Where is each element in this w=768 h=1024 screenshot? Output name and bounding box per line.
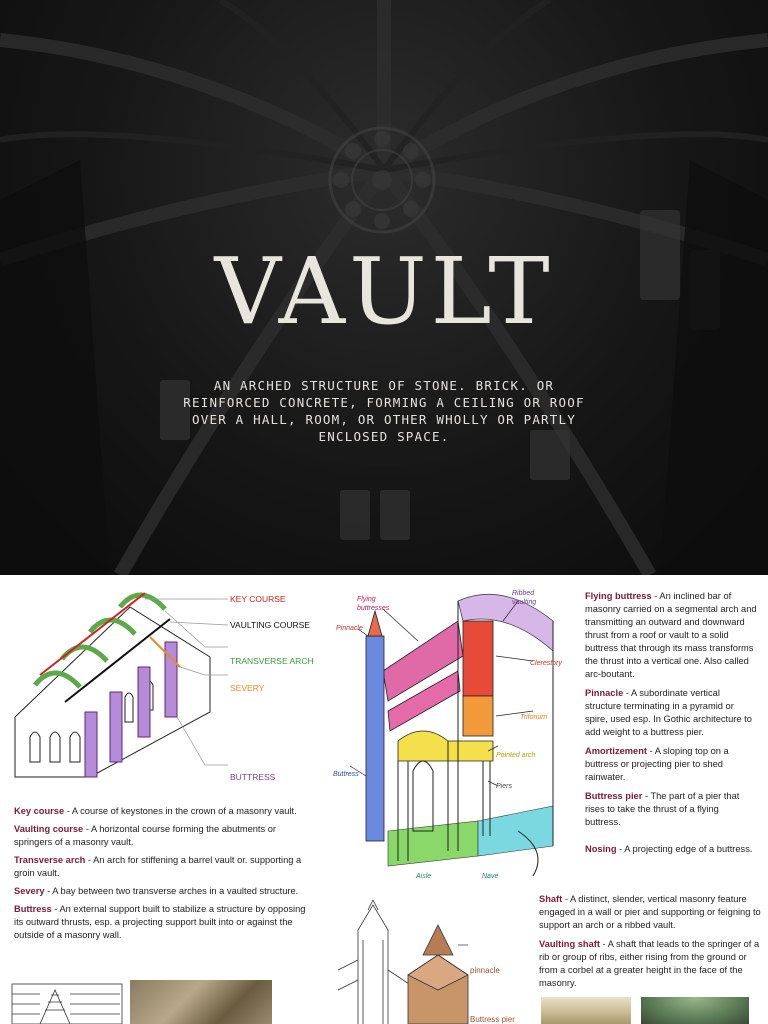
label-buttress: BUTTRESS [230,772,276,782]
label-pinnacle: Pinnacle [336,625,363,632]
label-pinnacle-3: pinnacle [470,966,500,975]
label-buttress-2: Buttress [333,771,359,778]
label-triforium: Triforium [520,714,548,721]
bottom-right-definitions: Shaft - A distinct, slender, vertical ma… [539,894,761,988]
page-subtitle: An arched structure of stone. brick. or … [183,378,585,444]
label-flying-buttresses: Flying buttresses [357,596,390,612]
label-pointed-arch: Pointed arch [496,752,536,759]
buttress-section-sketch [11,983,123,1024]
label-nave: Nave [482,873,499,880]
pinnacle-buttress-pier-diagram [338,900,469,1024]
label-clerestory: Clerestory [530,660,562,667]
label-ribbed-vaulting: Ribbed vaulting [512,590,537,606]
label-transverse-arch: TRANSVERSE ARCH [230,656,314,666]
left-definitions: Key course - A course of keystones in th… [14,806,306,940]
right-definitions: Flying buttress - An inclined bar of mas… [585,591,757,854]
label-piers: Piers [496,783,512,790]
label-severy: SEVERY [230,683,265,693]
label-aisle: Aisle [416,873,432,880]
label-vaulting-course: VAULTING COURSE [230,620,310,630]
barrel-vault-diagram [14,592,229,778]
label-key-course: KEY COURSE [230,594,286,604]
gothic-cathedral-section-diagram [349,593,554,877]
stone-vault-photo [130,980,272,1024]
cathedral-background-image [0,0,768,575]
vaulting-shaft-photo-1 [541,997,631,1024]
hero-banner: VAULT An arched structure of stone. bric… [0,0,768,575]
label-buttress-pier-3: Buttress pier [470,1015,515,1024]
page-title: VAULT [214,238,554,345]
document-body: KEY COURSE VAULTING COURSE TRANSVERSE AR… [0,575,768,1024]
vaulting-shaft-photo-2 [641,997,749,1024]
